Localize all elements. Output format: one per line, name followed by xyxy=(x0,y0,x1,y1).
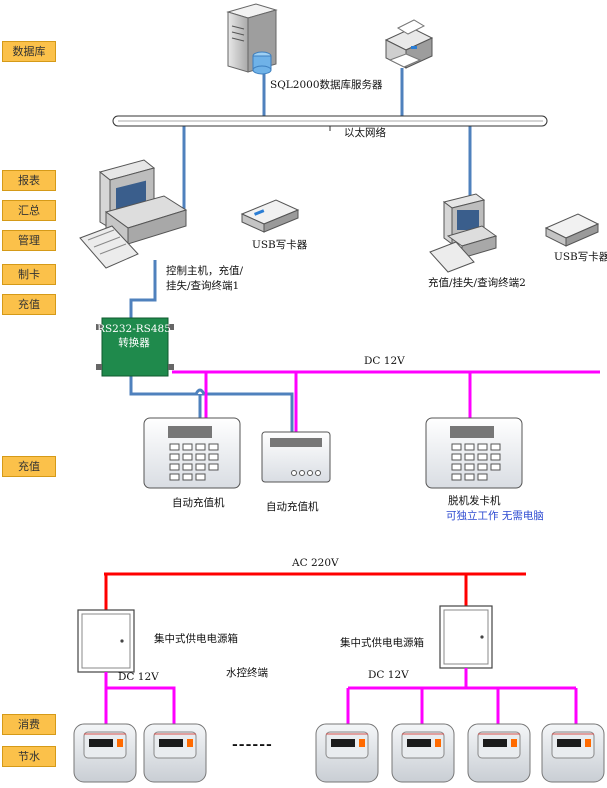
tag-report: 报表 xyxy=(2,170,56,191)
ethernet-bus xyxy=(112,115,548,131)
usb-writer-2-label: USB写卡器 xyxy=(554,251,607,263)
line-hop xyxy=(194,388,206,395)
converter-label-line2: 转换器 xyxy=(118,337,150,349)
network-links xyxy=(129,68,472,432)
converter-label-line1: RS232-RS485 xyxy=(97,323,171,335)
card-issuer-note: 可独立工作 无需电脑 xyxy=(446,510,544,522)
ac-bus-label: AC 220V xyxy=(292,557,339,569)
server-icon xyxy=(226,3,278,75)
water-meters xyxy=(73,723,605,783)
water-meter-3 xyxy=(315,723,379,783)
usb-card-writer-icon xyxy=(240,199,300,233)
terminal-2-label: 充值/挂失/查询终端2 xyxy=(428,277,526,289)
sql-server-label: SQL2000数据库服务器 xyxy=(270,79,383,91)
dc-left-label: DC 12V xyxy=(118,671,159,683)
printer-icon xyxy=(384,19,434,69)
main-host-label-line1: 控制主机，充值/ xyxy=(166,265,244,277)
main-host-label-line2: 挂失/查询终端1 xyxy=(166,280,240,292)
dc-bus-recharge-label: DC 12V xyxy=(364,355,405,367)
tag-consume: 消费 xyxy=(2,714,56,735)
rs232-rs485-converter xyxy=(96,317,174,377)
converter-label: RS232-RS485 转换器 xyxy=(92,322,176,350)
dc-bus-water-terminals xyxy=(104,668,578,724)
tag-database: 数据库 xyxy=(2,41,56,62)
ellipsis-more-meters: ------ xyxy=(232,737,273,753)
water-meter-6 xyxy=(541,723,605,783)
ethernet-label: 以太网络 xyxy=(344,127,386,139)
tag-manage: 管理 xyxy=(2,230,56,251)
usb-card-writer-2-icon xyxy=(544,213,600,247)
auto-recharge-machine-1 xyxy=(143,417,241,489)
water-terminal-label: 水控终端 xyxy=(226,667,268,679)
power-box-left-label: 集中式供电电源箱 xyxy=(154,633,238,645)
offline-card-issuer xyxy=(425,417,523,489)
terminal-2-computer-icon xyxy=(429,193,498,273)
power-box-left xyxy=(77,609,135,673)
tag-save-water: 节水 xyxy=(2,746,56,767)
power-box-right-label: 集中式供电电源箱 xyxy=(340,637,424,649)
auto-recharge-1-label: 自动充值机 xyxy=(172,497,225,509)
water-meter-1 xyxy=(73,723,137,783)
water-meter-2 xyxy=(143,723,207,783)
main-host-computer-icon xyxy=(79,159,188,269)
water-meter-5 xyxy=(467,723,531,783)
tag-make-card: 制卡 xyxy=(2,264,56,285)
ac-bus xyxy=(104,572,526,610)
water-meter-4 xyxy=(391,723,455,783)
tag-summary: 汇总 xyxy=(2,200,56,221)
tag-recharge-mid: 充值 xyxy=(2,456,56,477)
dc-bus-recharge xyxy=(172,370,600,432)
auto-recharge-machine-2 xyxy=(261,431,331,483)
power-box-right xyxy=(439,605,493,669)
card-issuer-label: 脱机发卡机 xyxy=(448,495,501,507)
tag-recharge-top: 充值 xyxy=(2,294,56,315)
dc-right-label: DC 12V xyxy=(368,669,409,681)
auto-recharge-2-label: 自动充值机 xyxy=(266,501,319,513)
usb-writer-1-label: USB写卡器 xyxy=(252,239,308,251)
